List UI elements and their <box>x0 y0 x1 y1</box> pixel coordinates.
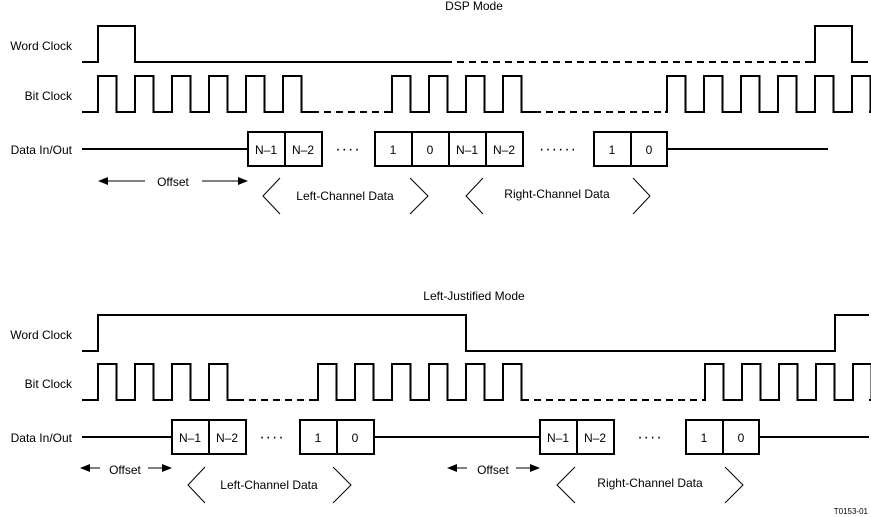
dsp-cell-n2-left <box>284 131 323 167</box>
dsp-cell-text-2: N–2 <box>292 143 314 157</box>
lj-data-label: Data In/Out <box>11 431 73 445</box>
dsp-ellipsis-right: ······ <box>539 141 577 158</box>
lj-cell-0-right <box>722 419 760 455</box>
lj-cell-1-right <box>685 419 724 455</box>
lj-bit-clock-label: Bit Clock <box>25 377 73 391</box>
dsp-left-channel-bracket: Left-Channel Data <box>262 177 429 215</box>
lj-ellipsis-right: ···· <box>637 429 662 446</box>
lj-left-channel-label: Left-Channel Data <box>220 478 318 492</box>
lj-cell-text-6: N–2 <box>584 431 606 445</box>
lj-offset-arrow-left: Offset <box>80 463 172 477</box>
dsp-word-clock-signal <box>82 25 445 63</box>
dsp-mode-section: DSP Mode Word Clock Bit Clock Data In/Ou… <box>10 0 871 215</box>
dsp-cell-0-left <box>411 131 450 167</box>
lj-ellipsis-left: ···· <box>259 429 284 446</box>
lj-cell-text-2: N–2 <box>216 431 238 445</box>
lj-word-clock-signal <box>82 314 869 352</box>
lj-cell-text-8: 0 <box>738 431 745 445</box>
dsp-offset-label: Offset <box>157 175 189 189</box>
lj-cell-text-7: 1 <box>701 431 708 445</box>
dsp-mode-title: DSP Mode <box>445 0 503 13</box>
lj-right-channel-bracket: Right-Channel Data <box>556 466 744 504</box>
dsp-cell-text-3: 1 <box>390 143 397 157</box>
dsp-word-clock-signal-end <box>812 25 868 63</box>
dsp-cell-n1-left <box>247 131 286 167</box>
dsp-bit-clock-segment-2 <box>390 75 534 113</box>
lj-cell-n2-left <box>208 419 247 455</box>
dsp-bit-clock-segment-3 <box>665 75 871 113</box>
lj-offset-arrow-right: Offset <box>447 463 540 477</box>
lj-cell-n2-right <box>576 419 615 455</box>
lj-cell-text-3: 1 <box>315 431 322 445</box>
lj-mode-title: Left-Justified Mode <box>423 289 525 303</box>
lj-cell-text-5: N–1 <box>547 431 569 445</box>
lj-offset-right-label: Offset <box>477 463 509 477</box>
dsp-cell-text-6: N–2 <box>493 143 515 157</box>
dsp-cell-text-5: N–1 <box>456 143 478 157</box>
lj-word-clock-label: Word Clock <box>10 328 73 342</box>
figure-id: T0153-01 <box>834 507 869 516</box>
left-justified-section: Left-Justified Mode Word Clock Bit Clock… <box>10 289 871 504</box>
dsp-cell-text-7: 1 <box>609 143 616 157</box>
dsp-cell-text-4: 0 <box>427 143 434 157</box>
dsp-right-channel-bracket: Right-Channel Data <box>465 177 651 215</box>
lj-left-channel-bracket: Left-Channel Data <box>187 466 352 504</box>
dsp-right-channel-label: Right-Channel Data <box>504 187 610 201</box>
lj-cell-0-left <box>336 419 375 455</box>
dsp-cell-text-1: N–1 <box>255 143 277 157</box>
dsp-offset-arrow: Offset <box>98 175 248 189</box>
lj-cell-text-1: N–1 <box>179 431 201 445</box>
lj-cell-text-4: 0 <box>352 431 359 445</box>
dsp-ellipsis-left: ···· <box>335 141 360 158</box>
lj-right-channel-label: Right-Channel Data <box>597 476 703 490</box>
dsp-cell-1-right <box>593 131 632 167</box>
lj-bit-clock-segment-1 <box>82 363 237 401</box>
dsp-left-channel-label: Left-Channel Data <box>296 189 394 203</box>
dsp-cell-0-right <box>630 131 668 167</box>
dsp-cell-n2-right <box>485 131 524 167</box>
lj-bit-clock-segment-2 <box>316 363 523 401</box>
dsp-bit-clock-label: Bit Clock <box>25 89 73 103</box>
dsp-word-clock-label: Word Clock <box>10 39 73 53</box>
dsp-data-label: Data In/Out <box>11 143 73 157</box>
lj-offset-left-label: Offset <box>109 463 141 477</box>
dsp-cell-text-8: 0 <box>646 143 653 157</box>
lj-bit-clock-segment-3 <box>703 363 871 401</box>
dsp-bit-clock-segment-1 <box>82 75 312 113</box>
